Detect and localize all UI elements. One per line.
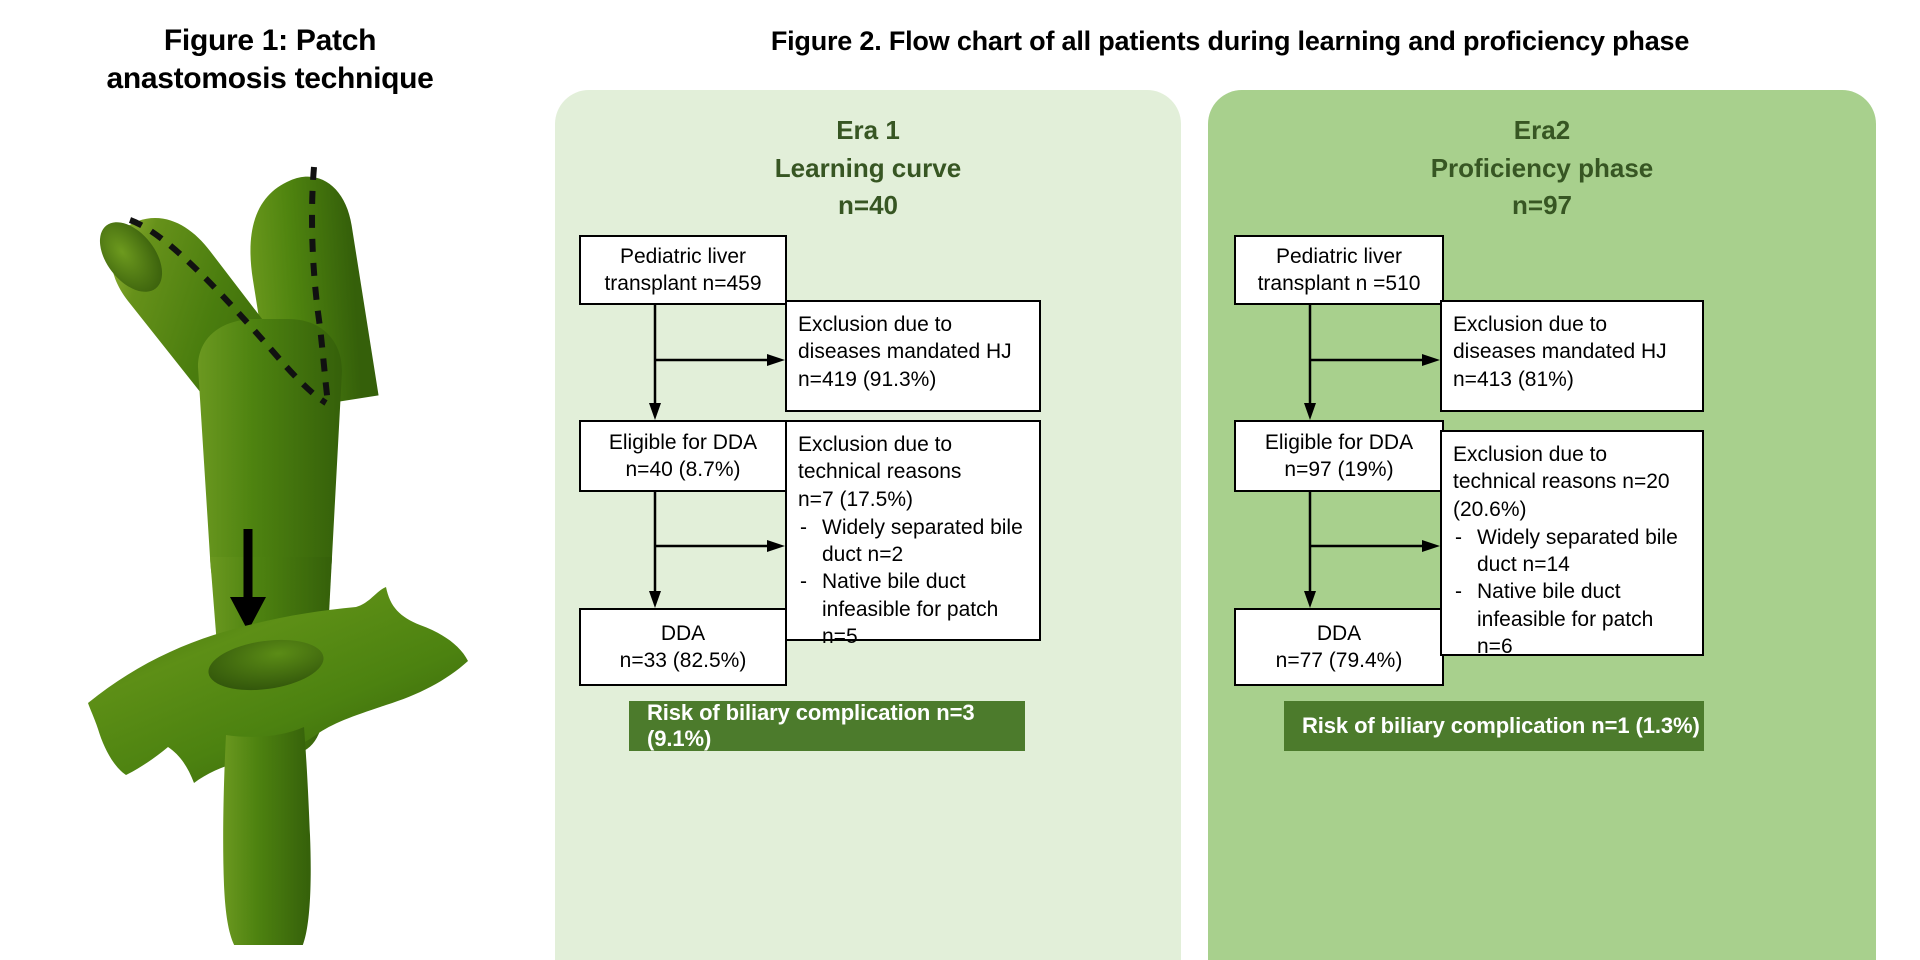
figure-1-panel: Figure 1: Patch anastomosis technique <box>0 0 540 960</box>
era-2-outcome-line-2: n=77 (79.4%) <box>1275 649 1403 672</box>
era-2-eligible-line-2: n=97 (19%) <box>1284 458 1394 481</box>
era-2-column: Era2 Proficiency phase n=97 Pediatric li <box>1208 90 1876 960</box>
era-2-eligible-box: Eligible for DDA n=97 (19%) <box>1234 420 1444 492</box>
era-2-exclusion-technical-line-1: Exclusion due to <box>1453 443 1608 466</box>
list-item: Native bile duct infeasible for patch n=… <box>798 568 1029 650</box>
transform-arrow <box>230 529 266 631</box>
era-2-risk-bar: Risk of biliary complication n=1 (1.3%) <box>1284 701 1704 751</box>
era-1-exclusion-technical-line-3: n=7 (17.5%) <box>798 487 913 511</box>
list-item: Widely separated bile duct n=2 <box>798 514 1029 569</box>
figure-1-illustration <box>70 105 490 945</box>
era-1-exclusion-disease-line-1: Exclusion due to <box>798 313 953 336</box>
list-item: Native bile duct infeasible for patch n=… <box>1453 578 1692 660</box>
era-1-eligible-line-1: Eligible for DDA <box>608 430 758 454</box>
era-1-column: Era 1 Learning curve n=40 Pediatr <box>555 90 1181 960</box>
patch-shape <box>88 587 468 945</box>
era-1-exclusion-disease-line-3: n=419 (91.3%) <box>798 367 937 391</box>
era-1-exclusion-technical-line-2: technical reasons <box>798 460 962 484</box>
era-1-connectors <box>555 90 1181 960</box>
era-2-source-line-1: Pediatric liver <box>1275 244 1403 268</box>
era-2-exclusion-technical-box: Exclusion due to technical reasons n=20 … <box>1440 430 1704 658</box>
era-1-source-line-2: transplant n=459 <box>604 272 762 295</box>
era-2-exclusion-technical-line-2: technical reasons n=20 <box>1453 470 1670 494</box>
era-1-exclusion-disease-line-2: diseases mandated HJ <box>798 340 1012 364</box>
era-2-header-line-1: Era2 <box>1513 115 1571 145</box>
list-item: Widely separated bile duct n=14 <box>1453 524 1692 579</box>
era-1-eligible-line-2: n=40 (8.7%) <box>625 458 741 481</box>
era-2-eligible-line-1: Eligible for DDA <box>1264 430 1414 454</box>
era-2-header: Era2 Proficiency phase n=97 <box>1208 112 1876 225</box>
era-2-exclusion-disease-line-2: diseases mandated HJ <box>1453 340 1667 364</box>
era-1-outcome-line-2: n=33 (82.5%) <box>619 649 747 672</box>
era-1-exclusion-technical-bullets: Widely separated bile duct n=2 Native bi… <box>798 514 1029 650</box>
era-2-exclusion-disease-line-3: n=413 (81%) <box>1453 367 1574 391</box>
era-2-exclusion-disease-line-1: Exclusion due to <box>1453 313 1608 336</box>
era-1-eligible-box: Eligible for DDA n=40 (8.7%) <box>579 420 787 492</box>
era-2-source-box: Pediatric liver transplant n =510 <box>1234 235 1444 305</box>
figure-1-title-line-1: Figure 1: Patch <box>163 24 377 57</box>
era-1-header-line-2: Learning curve <box>774 152 962 183</box>
era-2-exclusion-technical-line-3: (20.6%) <box>1453 497 1527 521</box>
era-1-risk-bar: Risk of biliary complication n=3 (9.1%) <box>629 700 1025 751</box>
figure-2-panel: Figure 2. Flow chart of all patients dur… <box>540 0 1920 960</box>
era-2-source-line-2: transplant n =510 <box>1257 272 1421 295</box>
era-2-outcome-box: DDA n=77 (79.4%) <box>1234 608 1444 686</box>
era-1-header-line-1: Era 1 <box>836 115 900 145</box>
era-2-exclusion-disease-box: Exclusion due to diseases mandated HJ n=… <box>1440 300 1704 412</box>
era-2-outcome-line-1: DDA <box>1316 621 1362 645</box>
era-1-outcome-line-1: DDA <box>660 621 706 645</box>
era-1-header-line-3: n=40 <box>838 190 898 221</box>
figure-1-title: Figure 1: Patch anastomosis technique <box>20 22 520 99</box>
era-2-exclusion-technical-bullets: Widely separated bile duct n=14 Native b… <box>1453 524 1692 660</box>
figure-1-title-line-2: anastomosis technique <box>106 62 434 96</box>
era-1-exclusion-technical-line-1: Exclusion due to <box>798 433 953 456</box>
era-2-header-line-2: Proficiency phase <box>1430 152 1654 183</box>
era-1-exclusion-technical-box: Exclusion due to technical reasons n=7 (… <box>785 420 1041 648</box>
figure-2-title: Figure 2. Flow chart of all patients dur… <box>770 26 1690 56</box>
era-2-connectors <box>1208 90 1876 960</box>
era-1-exclusion-disease-box: Exclusion due to diseases mandated HJ n=… <box>785 300 1041 412</box>
era-1-source-box: Pediatric liver transplant n=459 <box>579 235 787 305</box>
era-2-header-line-3: n=97 <box>1512 190 1572 221</box>
era-1-header: Era 1 Learning curve n=40 <box>555 112 1181 225</box>
era-1-outcome-box: DDA n=33 (82.5%) <box>579 608 787 686</box>
era-1-source-line-1: Pediatric liver <box>619 244 747 268</box>
